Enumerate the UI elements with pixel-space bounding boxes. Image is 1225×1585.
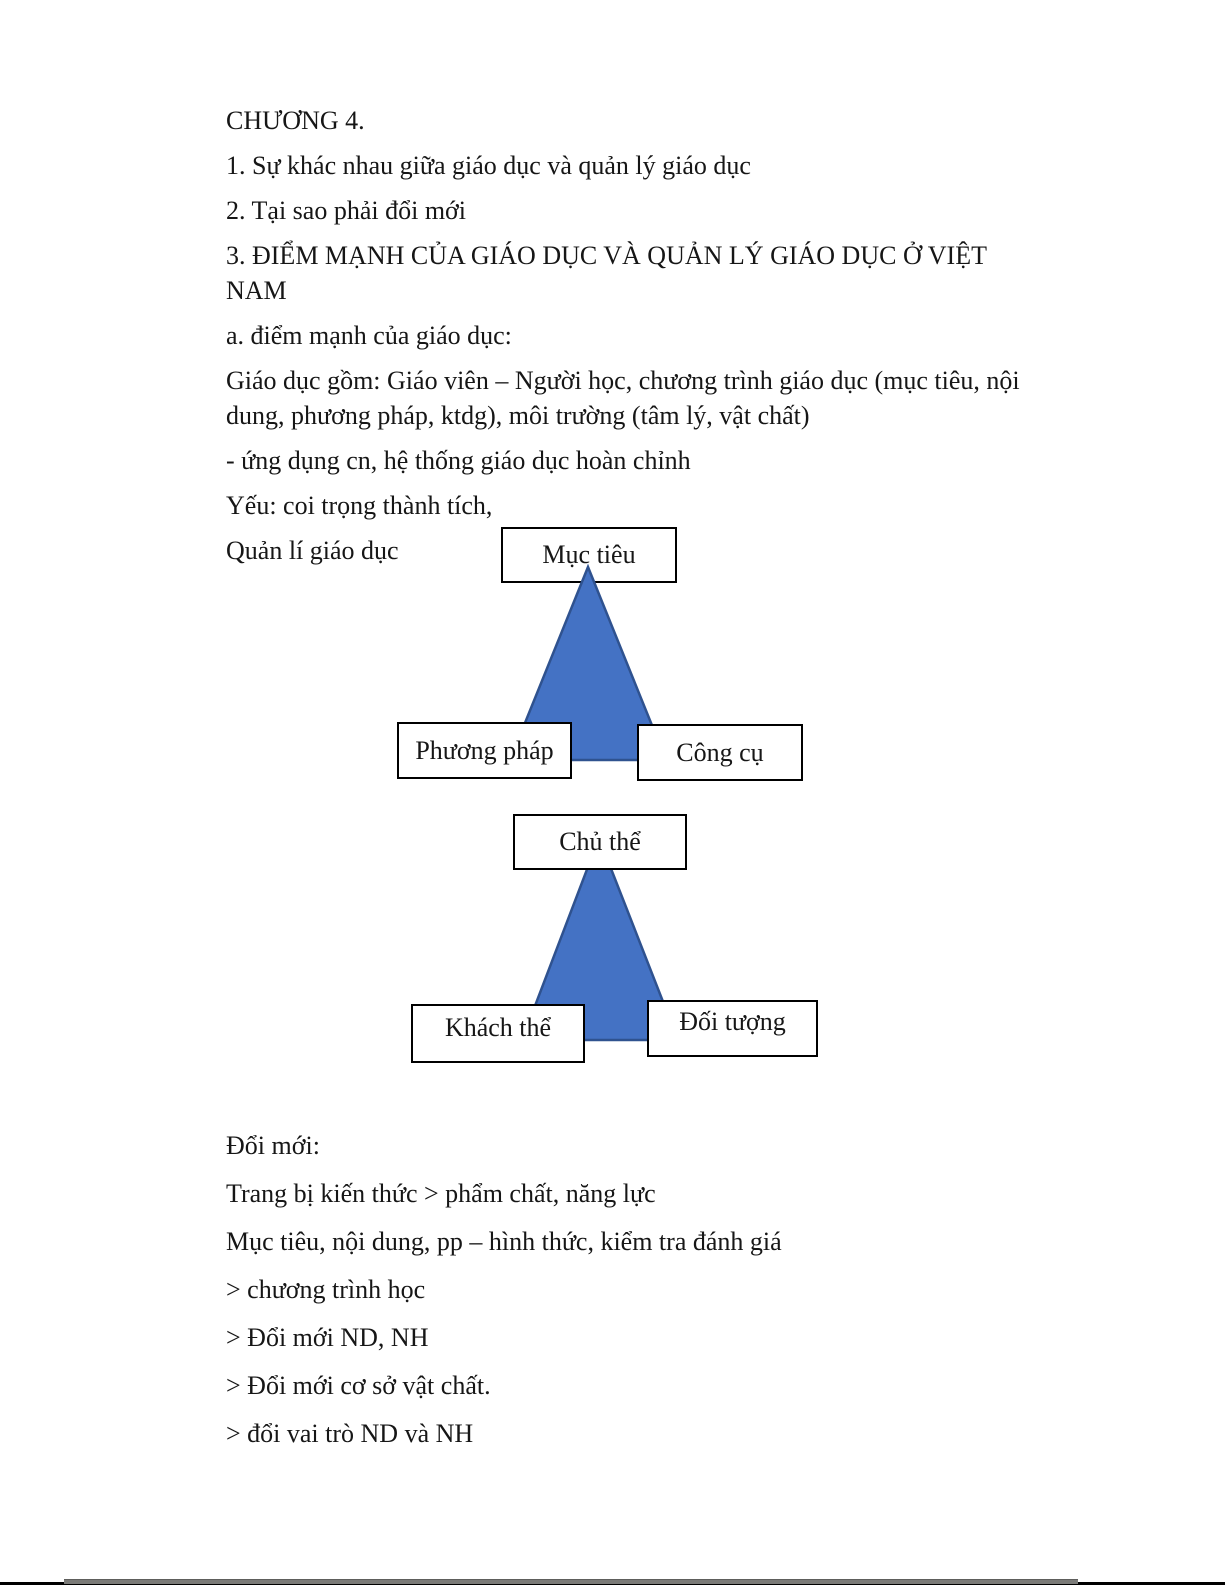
paragraph: 2. Tại sao phải đổi mới [226, 196, 467, 225]
diagram1-box-phuong-phap-label: Phương pháp [415, 735, 554, 765]
triangle-shape [510, 567, 666, 760]
paragraph: Giáo dục gồm: Giáo viên – Người học, chư… [226, 366, 1020, 430]
diagram2-triangle [520, 834, 680, 1042]
paragraph: Mục tiêu, nội dung, pp – hình thức, kiểm… [226, 1227, 782, 1256]
paragraph: - ứng dụng cn, hệ thống giáo dục hoàn ch… [226, 446, 691, 475]
diagram1-box-muc-tieu-label: Mục tiêu [542, 540, 636, 569]
intro-text-section: CHƯƠNG 4. 1. Sự khác nhau giữa giáo dục … [226, 103, 1046, 578]
diagram1-triangle [508, 563, 668, 762]
diagram1-box-muc-tieu: Mục tiêu [501, 527, 677, 583]
triangle-outline [508, 563, 668, 762]
diagram2-box-khach-the-label: Khách thể [444, 1012, 552, 1042]
diagram2-box-khach-the: Khách thể [411, 1004, 585, 1063]
diagram2-box-chu-the-label: Chủ thể [559, 827, 641, 856]
diagram1-box-cong-cu-label: Công cụ [676, 737, 764, 767]
diagram1-box-phuong-phap: Phương pháp [397, 722, 572, 779]
diagram2-box-doi-tuong-label: Đối tượng [679, 1007, 786, 1036]
diagram1-box-cong-cu: Công cụ [637, 724, 803, 781]
paragraph: Yếu: coi trọng thành tích, [226, 491, 493, 520]
paragraph: Quản lí giáo dục [226, 536, 399, 565]
paragraph: Đổi mới: [226, 1131, 320, 1160]
diagram2-box-doi-tuong: Đối tượng [647, 1000, 818, 1057]
paragraph: > chương trình học [226, 1275, 426, 1304]
chapter-heading: CHƯƠNG 4. [226, 106, 365, 135]
diagram2-box-chu-the: Chủ thể [513, 814, 687, 870]
paragraph: a. điểm mạnh của giáo dục: [226, 321, 512, 350]
section-heading: 3. ĐIỂM MẠNH CỦA GIÁO DỤC VÀ QUẢN LÝ GIÁ… [226, 241, 987, 305]
doi-moi-text-section: Đổi mới: Trang bị kiến thức > phẩm chất,… [226, 1128, 926, 1464]
triangle-shape [522, 838, 678, 1040]
paragraph: > Đổi mới ND, NH [226, 1323, 429, 1352]
paragraph: > Đổi mới cơ sở vật chất. [226, 1371, 491, 1400]
triangle-outline [520, 834, 680, 1042]
paragraph: > đổi vai trò ND và NH [226, 1419, 474, 1448]
paragraph: 1. Sự khác nhau giữa giáo dục và quản lý… [226, 151, 751, 180]
paragraph: Trang bị kiến thức > phẩm chất, năng lực [226, 1179, 656, 1208]
page-break-line [64, 1579, 1078, 1584]
